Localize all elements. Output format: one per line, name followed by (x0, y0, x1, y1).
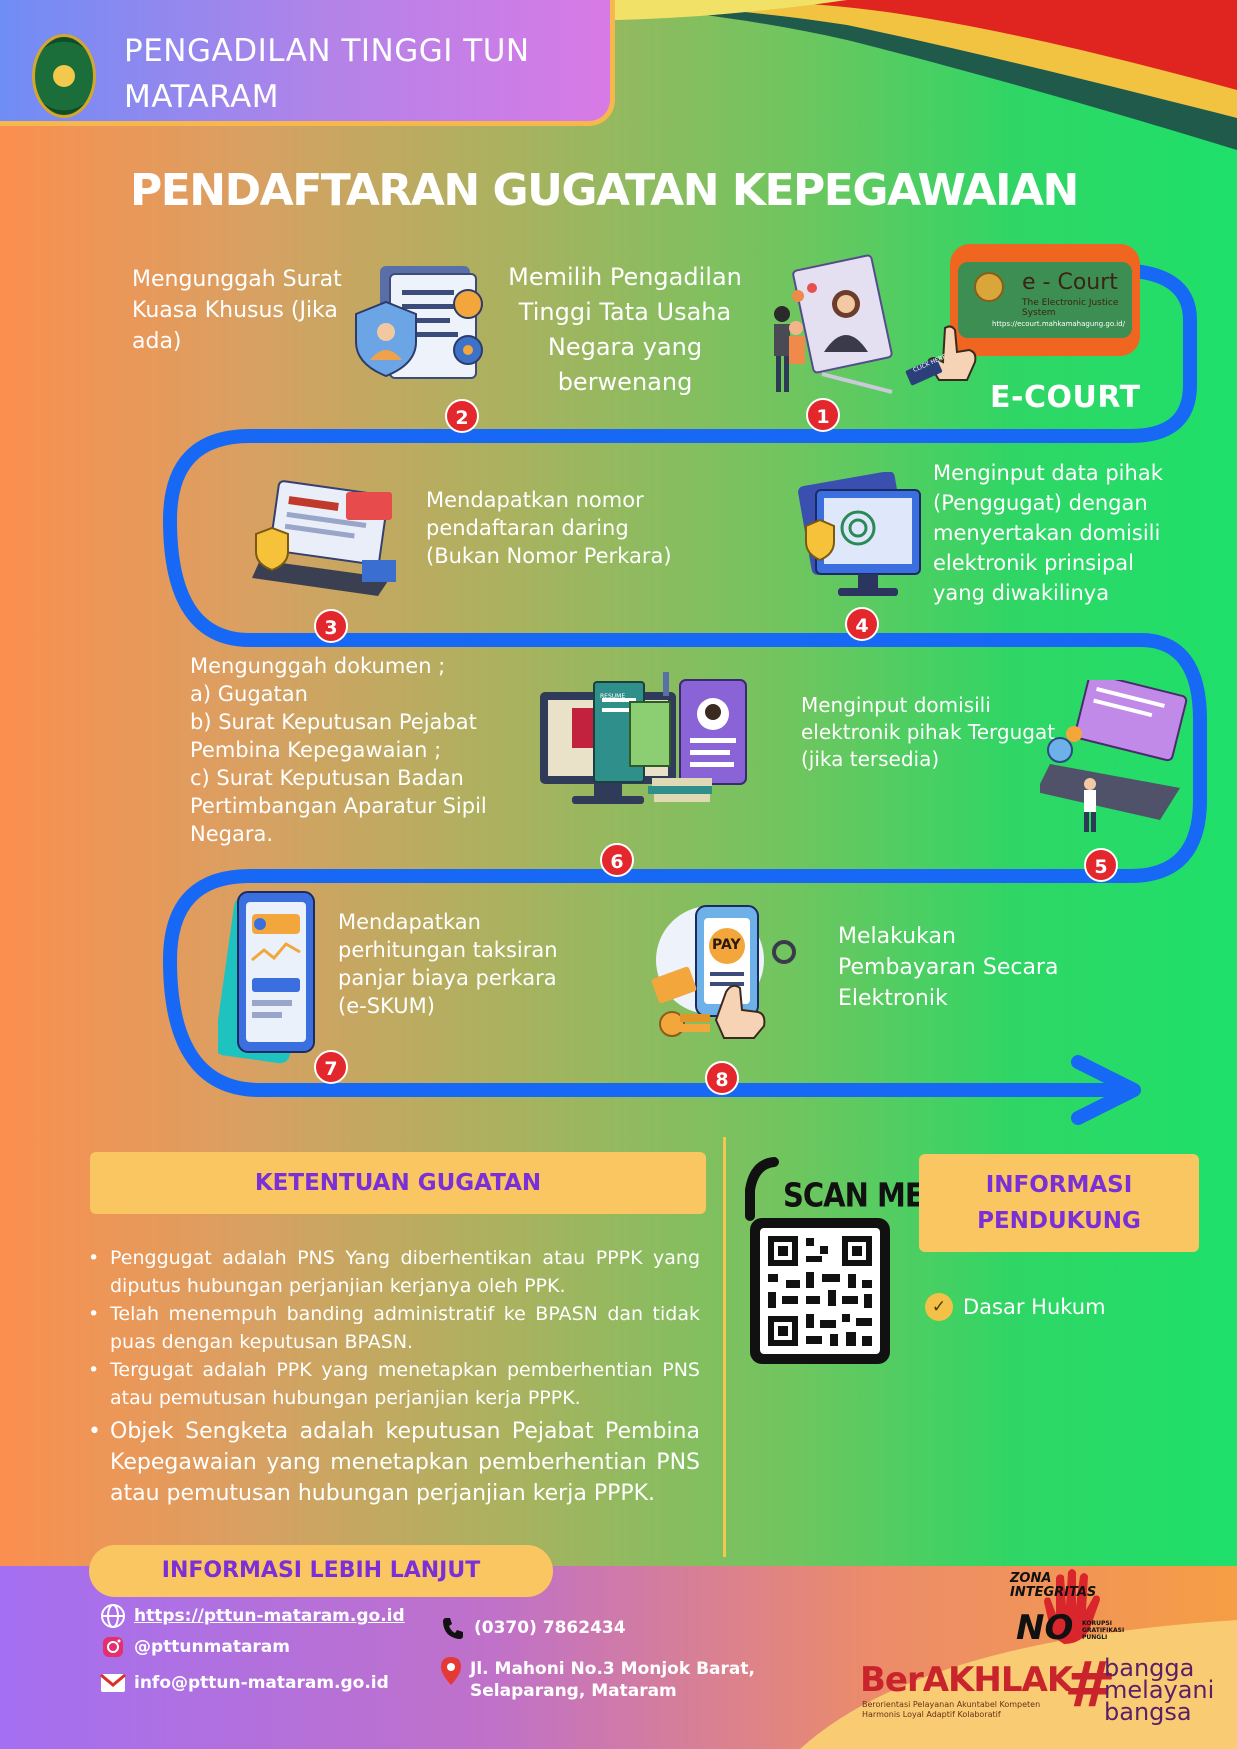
step-6-text: Mengunggah dokumen ; a) Gugatan b) Surat… (190, 652, 510, 848)
bangga-line: bangga (1104, 1654, 1195, 1682)
ecourt-screen: e - Court The Electronic Justice System … (958, 262, 1132, 338)
pay-label: PAY (712, 937, 741, 953)
step-2-badge: 2 (445, 399, 479, 433)
instagram-handle[interactable]: @pttunmataram (134, 1637, 290, 1657)
step-5-text: Menginput domisili elektronik pihak Terg… (801, 693, 1056, 771)
no-korupsi-subtitle: KORUPSI GRATIFIKASI PUNGLI (1082, 1620, 1125, 1641)
no-korupsi-mark: NO (1016, 1608, 1074, 1648)
bangga-melayani-bangsa: bangga melayani bangsa (1104, 1654, 1215, 1726)
step-1-badge: 1 (806, 398, 840, 432)
phone-number[interactable]: (0370) 7862434 (474, 1618, 626, 1638)
pendukung-heading: INFORMASI PENDUKUNG (919, 1154, 1199, 1252)
step-6-line: a) Gugatan (190, 682, 308, 706)
step-6-line: b) Surat Keputusan Pejabat Pembina Kepeg… (190, 710, 477, 762)
check-icon: ✓ (925, 1293, 953, 1321)
email-address[interactable]: info@pttun-mataram.go.id (134, 1673, 389, 1693)
step-2-text: Mengunggah Surat Kuasa Khusus (Jika ada) (132, 267, 342, 354)
berakhlak-subtitle: Berorientasi Pelayanan Akuntabel Kompete… (862, 1700, 1041, 1719)
step-8-badge: 8 (705, 1061, 739, 1095)
location-pin-icon (440, 1657, 462, 1685)
qr-code[interactable] (744, 1156, 896, 1368)
dasar-hukum-link[interactable]: ✓ Dasar Hukum (925, 1293, 1106, 1321)
website-row[interactable]: https://pttun-mataram.go.id (100, 1603, 405, 1629)
hashtag-mark: # (1064, 1648, 1116, 1721)
developer-laptop-illustration (1040, 680, 1188, 832)
main-title: PENDAFTARAN GUGATAN KEPEGAWAIAN (130, 165, 1079, 216)
electronic-payment-illustration (651, 905, 796, 1039)
globe-icon (100, 1603, 126, 1629)
website-link[interactable]: https://pttun-mataram.go.id (134, 1606, 405, 1626)
fingerprint-monitor-illustration (798, 472, 921, 596)
step-5-badge: 5 (1084, 848, 1118, 882)
address-row: Jl. Mahoni No.3 Monjok Barat, Selaparang… (440, 1657, 840, 1702)
header-title: PENGADILAN TINGGI TUN MATARAM (124, 33, 530, 115)
scan-me-label: SCAN ME (783, 1175, 925, 1215)
corner-wave-decoration (547, 0, 1237, 150)
document-upload-illustration (540, 672, 747, 804)
step-3-text: Mendapatkan nomor pendaftaran daring (Bu… (426, 488, 672, 568)
step-6-badge: 6 (600, 843, 634, 877)
process-path (162, 263, 1207, 1125)
instagram-row[interactable]: @pttunmataram (100, 1634, 290, 1660)
ecourt-emblem (974, 272, 1004, 302)
resume-label: RESUME (600, 693, 626, 700)
step-6-line: c) Surat Keputusan Badan Pertimbangan Ap… (190, 766, 487, 846)
online-selection-illustration (774, 254, 893, 394)
header-banner (0, 0, 615, 126)
bangga-line: melayani (1104, 1676, 1215, 1704)
ecourt-card[interactable]: e - Court The Electronic Justice System … (950, 244, 1140, 356)
footer-wave-decoration (800, 1620, 1237, 1749)
ecourt-url: https://ecourt.mahkamahagung.go.id/ (992, 320, 1125, 328)
step-4-text: Menginput data pihak (Penggugat) dengan … (933, 461, 1163, 605)
mail-icon (100, 1670, 126, 1696)
ketentuan-item: Telah menempuh banding administratif ke … (86, 1300, 700, 1356)
instagram-icon (100, 1634, 126, 1660)
step-7-text: Mendapatkan perhitungan taksiran panjar … (338, 910, 558, 1018)
ketentuan-item: Penggugat adalah PNS Yang diberhentikan … (86, 1244, 700, 1300)
section-divider (723, 1137, 726, 1557)
ketentuan-item: Objek Sengketa adalah keputusan Pejabat … (86, 1416, 700, 1509)
pointing-hand-icon (905, 325, 977, 386)
laptop-registration-illustration (252, 480, 396, 596)
ketentuan-item: Tergugat adalah PPK yang menetapkan pemb… (86, 1356, 700, 1412)
ketentuan-heading: KETENTUAN GUGATAN (90, 1152, 706, 1214)
step-1-text: Memilih Pengadilan Tinggi Tata Usaha Neg… (508, 263, 742, 396)
document-security-illustration (355, 266, 483, 379)
info-lanjut-heading: INFORMASI LEBIH LANJUT (89, 1545, 553, 1597)
ecourt-name: e - Court (1022, 270, 1118, 295)
hand-stop-icon (1044, 1569, 1100, 1644)
tablet-chart-illustration (218, 891, 315, 1064)
phone-icon (440, 1615, 466, 1641)
zona-integritas-label: ZONA INTEGRITAS (1010, 1571, 1097, 1600)
berakhlak-logo: BerAKHLAK (860, 1660, 1073, 1700)
ketentuan-list: Penggugat adalah PNS Yang diberhentikan … (86, 1244, 700, 1509)
bangga-line: bangsa (1104, 1698, 1192, 1726)
email-row[interactable]: info@pttun-mataram.go.id (100, 1670, 389, 1696)
phone-row[interactable]: (0370) 7862434 (440, 1615, 626, 1641)
ecourt-subtitle: The Electronic Justice System (1022, 298, 1119, 318)
step-4-badge: 4 (845, 607, 879, 641)
step-3-badge: 3 (314, 609, 348, 643)
step-7-badge: 7 (314, 1050, 348, 1084)
ecourt-label: E-COURT (990, 380, 1141, 415)
dasar-hukum-label: Dasar Hukum (963, 1295, 1106, 1319)
court-logo (32, 34, 96, 118)
address-text: Jl. Mahoni No.3 Monjok Barat, Selaparang… (470, 1659, 755, 1701)
step-8-text: Melakukan Pembayaran Secara Elektronik (838, 924, 1059, 1011)
step-6-line: Mengunggah dokumen ; (190, 654, 446, 678)
